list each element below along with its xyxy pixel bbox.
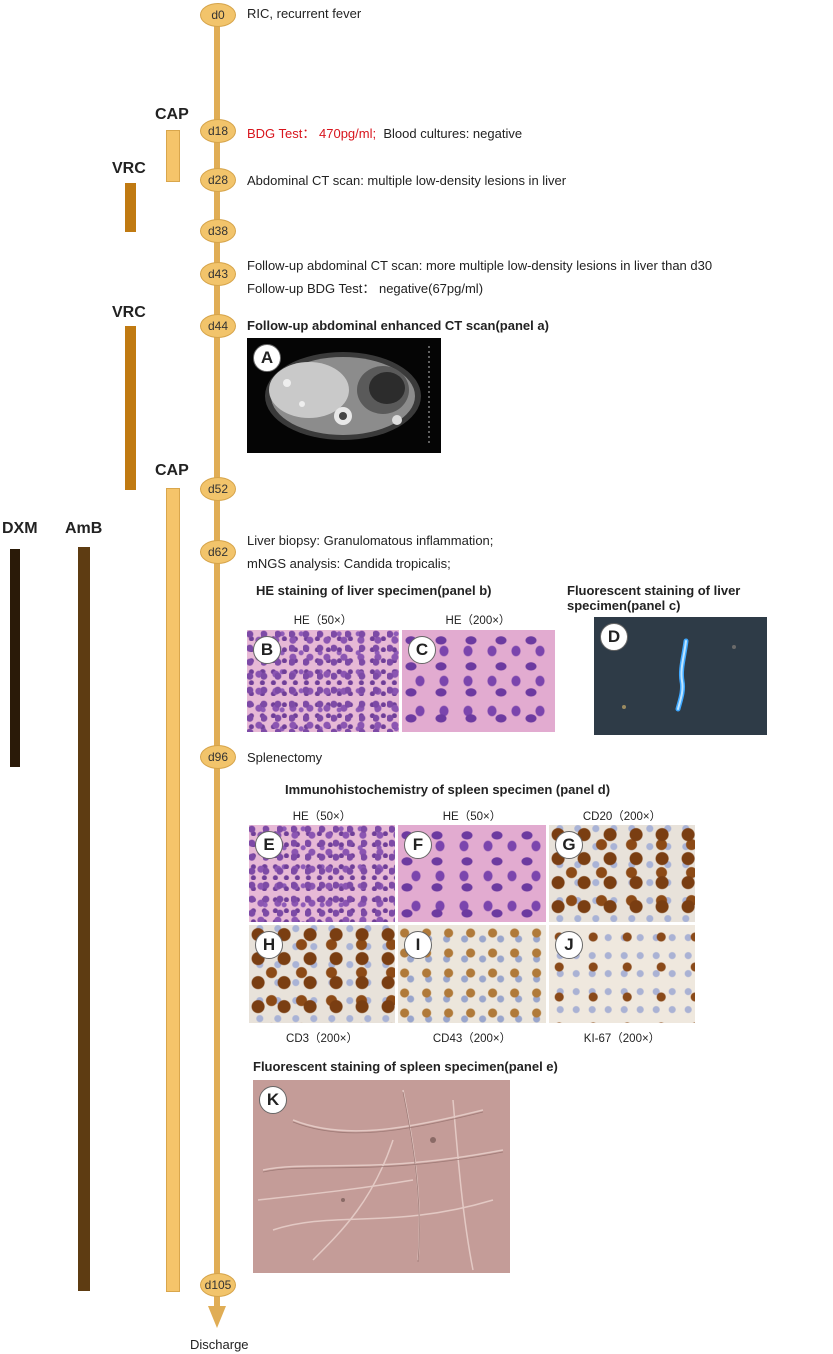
event-d96: Splenectomy — [247, 750, 323, 765]
caption-e: HE（50×） — [292, 811, 352, 823]
day-node-d38: d38 — [200, 219, 236, 243]
panel-letter-i: I — [404, 931, 432, 959]
he-spleen-image-f: F — [398, 825, 546, 922]
he-spleen-50x-image: E — [249, 825, 395, 922]
ki67-image: J — [549, 925, 695, 1023]
day-node-d105: d105 — [200, 1273, 236, 1297]
panel-letter-c: C — [408, 636, 436, 664]
ct-scan-image: A — [247, 338, 441, 453]
day-node-d62: d62 — [200, 540, 236, 564]
day-node-d52: d52 — [200, 477, 236, 501]
panel-letter-h: H — [255, 931, 283, 959]
blood-culture-result: Blood cultures: negative — [383, 126, 523, 141]
fluor-spleen-drawing — [257, 1089, 504, 1271]
timeline-axis — [214, 10, 220, 1308]
day-node-d0: d0 — [200, 3, 236, 27]
event-d0: RIC, recurrent fever — [247, 6, 362, 21]
fluor-spleen-image: K — [253, 1080, 510, 1273]
caption-g: CD20（200×） — [582, 811, 662, 823]
panel-letter-g: G — [555, 831, 583, 859]
cd20-image: G — [549, 825, 695, 922]
caption-b: HE（50×） — [293, 615, 353, 627]
discharge-label: Discharge — [190, 1337, 249, 1352]
he-liver-title: HE staining of liver specimen(panel b) — [256, 583, 492, 598]
cd43-image: I — [398, 925, 546, 1023]
dxm-bar — [10, 549, 20, 767]
panel-letter-j: J — [555, 931, 583, 959]
vrc-label-1: VRC — [112, 160, 146, 177]
he-liver-200x-image: C — [402, 630, 555, 732]
ihc-spleen-title: Immunohistochemistry of spleen specimen … — [285, 782, 611, 797]
caption-j: KI-67（200×） — [583, 1033, 661, 1045]
caption-c: HE（200×） — [445, 615, 511, 627]
event-d44: Follow-up abdominal enhanced CT scan(pan… — [247, 318, 549, 333]
day-node-d96: d96 — [200, 745, 236, 769]
fluor-liver-drawing — [622, 638, 736, 712]
day-node-d18: d18 — [200, 119, 236, 143]
bdg-test-result: BDG Test： 470pg/ml; — [247, 126, 377, 141]
fluor-liver-image: D — [594, 617, 767, 735]
panel-letter-a: A — [253, 344, 281, 372]
caption-h: CD3（200×） — [286, 1033, 358, 1045]
vrc-bar-1 — [125, 183, 136, 232]
event-d28: Abdominal CT scan: multiple low-density … — [247, 173, 567, 188]
event-d43-line2: Follow-up BDG Test： negative(67pg/ml) — [247, 281, 484, 296]
panel-letter-d: D — [600, 623, 628, 651]
event-d18: BDG Test： 470pg/ml; Blood cultures: nega… — [247, 123, 522, 142]
timeline-arrow — [208, 1306, 226, 1328]
he-liver-50x-image: B — [247, 630, 399, 732]
fluor-spleen-title: Fluorescent staining of spleen specimen(… — [253, 1059, 558, 1074]
panel-letter-e: E — [255, 831, 283, 859]
panel-letter-b: B — [253, 636, 281, 664]
ct-scan-drawing — [265, 346, 430, 446]
event-d62-line2: mNGS analysis: Candida tropicalis; — [247, 556, 451, 571]
cap-bar-2 — [166, 488, 180, 1292]
cap-bar-1 — [166, 130, 180, 182]
panel-letter-f: F — [404, 831, 432, 859]
event-d43-line1: Follow-up abdominal CT scan: more multip… — [247, 258, 713, 273]
vrc-label-2: VRC — [112, 304, 146, 321]
cd3-image: H — [249, 925, 395, 1023]
amb-bar — [78, 547, 90, 1291]
caption-f: HE（50×） — [442, 811, 502, 823]
cap-label-2: CAP — [155, 462, 189, 479]
event-d62-line1: Liver biopsy: Granulomatous inflammation… — [247, 533, 494, 548]
panel-letter-k: K — [259, 1086, 287, 1114]
day-node-d43: d43 — [200, 262, 236, 286]
vrc-bar-2 — [125, 326, 136, 490]
dxm-label: DXM — [2, 520, 38, 537]
cap-label-1: CAP — [155, 106, 189, 123]
amb-label: AmB — [65, 520, 103, 537]
day-node-d28: d28 — [200, 168, 236, 192]
day-node-d44: d44 — [200, 314, 236, 338]
caption-i: CD43（200×） — [432, 1033, 512, 1045]
fluor-liver-title: Fluorescent staining of liver specimen(p… — [567, 583, 741, 613]
